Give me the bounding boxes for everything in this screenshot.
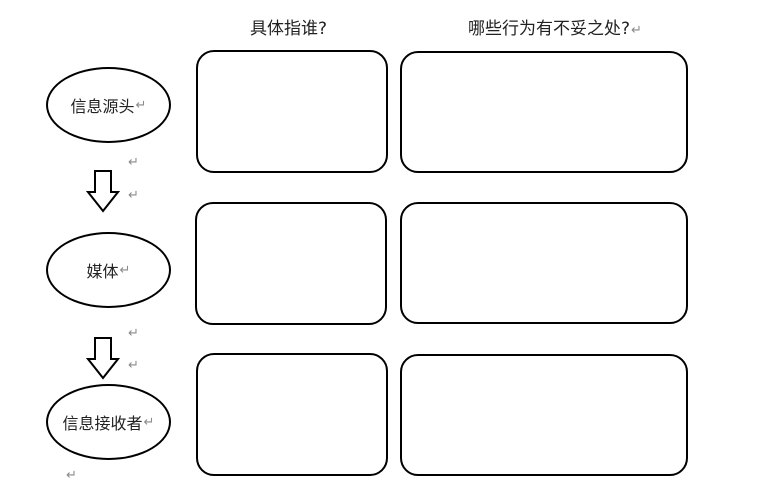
paragraph-mark: ↵ <box>66 468 77 483</box>
header-who-text: 具体指谁? <box>250 19 328 39</box>
paragraph-mark: ↵ <box>119 262 131 278</box>
answer-box-media-behavior <box>400 202 688 324</box>
node-information-source: 信息源头↵ <box>46 67 171 143</box>
node-label: 信息源头 <box>70 97 135 116</box>
node-label: 信息接收者 <box>62 414 143 433</box>
answer-box-receiver-who <box>196 353 388 476</box>
answer-box-source-who <box>196 50 388 173</box>
node-media: 媒体↵ <box>46 232 171 308</box>
paragraph-mark: ↵ <box>128 326 139 341</box>
paragraph-mark: ↵ <box>631 23 642 38</box>
header-behavior: 哪些行为有不妥之处?↵ <box>468 14 642 39</box>
paragraph-mark: ↵ <box>128 358 139 373</box>
node-label: 媒体 <box>86 262 119 281</box>
answer-box-source-behavior <box>400 51 688 173</box>
paragraph-mark: ↵ <box>135 97 147 113</box>
down-arrow-icon <box>86 337 120 380</box>
paragraph-mark: ↵ <box>143 414 155 430</box>
answer-box-receiver-behavior <box>400 354 688 476</box>
node-information-receiver: 信息接收者↵ <box>46 384 171 460</box>
answer-box-media-who <box>195 202 387 325</box>
header-behavior-text: 哪些行为有不妥之处? <box>468 19 631 39</box>
paragraph-mark: ↵ <box>128 155 139 170</box>
paragraph-mark: ↵ <box>128 188 139 203</box>
header-who: 具体指谁? <box>250 14 327 39</box>
down-arrow-icon <box>86 170 120 213</box>
